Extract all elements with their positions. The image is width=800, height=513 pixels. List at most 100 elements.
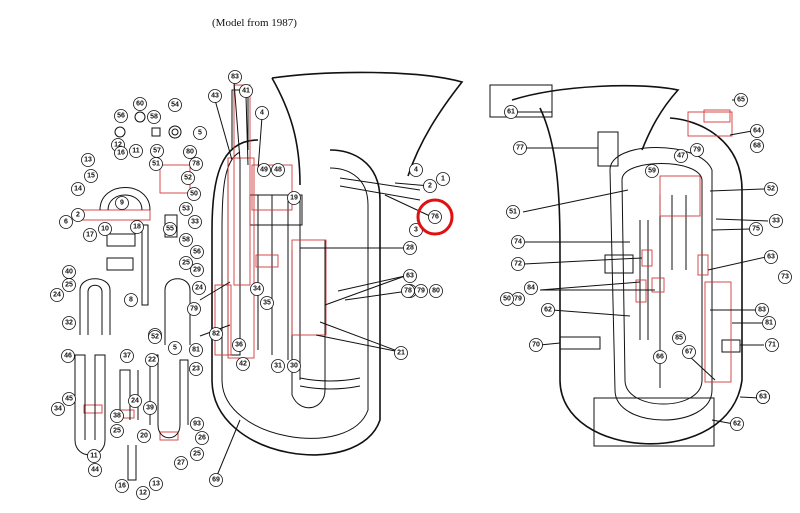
part-number-label: 78 (192, 161, 200, 168)
left-part-callout: 15 (84, 169, 98, 183)
part-number-label: 8 (129, 297, 133, 304)
part-number-label: 64 (753, 128, 761, 135)
left-part-callout: 19 (287, 191, 301, 205)
part-number-label: 84 (527, 285, 535, 292)
left-part-callout: 45 (62, 392, 76, 406)
left-part-callout: 69 (209, 473, 223, 487)
part-number-label: 25 (65, 282, 73, 289)
part-number-label: 67 (685, 349, 693, 356)
part-number-label: 24 (131, 398, 139, 405)
part-number-label: 82 (212, 331, 220, 338)
part-number-label: 62 (733, 421, 741, 428)
left-part-callout: 80 (429, 284, 443, 298)
right-part-callout: 47 (674, 149, 688, 163)
part-number-label: 39 (146, 405, 154, 412)
part-number-label: 72 (514, 261, 522, 268)
left-part-callout: 18 (130, 220, 144, 234)
left-part-callout: 54 (168, 98, 182, 112)
part-number-label: 51 (152, 161, 160, 168)
left-part-callout: 25 (62, 278, 76, 292)
left-part-callout: 79 (187, 302, 201, 316)
right-tuba-outline (489, 84, 743, 447)
part-number-label: 45 (65, 396, 73, 403)
left-part-callout: 42 (236, 357, 250, 371)
part-number-label: 43 (211, 93, 219, 100)
left-part-callout: 57 (150, 144, 164, 158)
part-number-label: 63 (406, 273, 414, 280)
part-number-label: 42 (239, 361, 247, 368)
left-part-callout: 78 (189, 157, 203, 171)
left-part-callout: 79 (414, 284, 428, 298)
left-part-callout: 9 (115, 196, 129, 210)
left-part-callout: 11 (129, 144, 143, 158)
part-number-label: 5 (173, 345, 177, 352)
part-number-label: 46 (64, 353, 72, 360)
part-number-label: 33 (191, 219, 199, 226)
part-number-label: 14 (74, 186, 82, 193)
right-part-callout: 63 (764, 250, 778, 264)
left-part-callout: 21 (394, 346, 408, 360)
left-part-callout: 17 (83, 228, 97, 242)
right-part-callout: 59 (645, 164, 659, 178)
part-number-label: 3 (414, 227, 418, 234)
right-part-callout: 50 (500, 292, 514, 306)
left-part-callout: 12 (136, 486, 150, 500)
left-part-callout: 28 (403, 241, 417, 255)
left-part-callout: 2 (423, 179, 437, 193)
right-part-callout: 83 (755, 303, 769, 317)
part-number-label: 65 (737, 97, 745, 104)
part-number-label: 48 (274, 167, 282, 174)
part-number-label: 2 (76, 212, 80, 219)
right-part-callout: 79 (690, 143, 704, 157)
left-part-callout: 53 (179, 202, 193, 216)
left-part-callout: 38 (110, 409, 124, 423)
left-part-callout: 22 (145, 353, 159, 367)
left-part-callout: 25 (110, 424, 124, 438)
left-part-callout: 60 (133, 97, 147, 111)
left-part-callout: 58 (179, 233, 193, 247)
part-number-label: 4 (414, 167, 418, 174)
right-part-callout: 77 (513, 141, 527, 155)
left-part-callout: 26 (195, 431, 209, 445)
part-number-label: 66 (656, 354, 664, 361)
left-part-callout: 13 (81, 153, 95, 167)
left-leader-lines (199, 81, 433, 479)
left-part-callout: 39 (143, 401, 157, 415)
right-part-callout: 33 (769, 214, 783, 228)
right-part-callout: 51 (506, 205, 520, 219)
part-number-label: 22 (148, 357, 156, 364)
left-part-callout: 76 (428, 210, 442, 224)
part-number-label: 54 (171, 102, 179, 109)
part-number-label: 4 (260, 110, 264, 117)
part-number-label: 11 (132, 148, 140, 155)
part-number-label: 16 (117, 150, 125, 157)
left-part-callout: 6 (59, 215, 73, 229)
left-part-callout: 81 (189, 343, 203, 357)
part-number-label: 68 (753, 143, 761, 150)
part-number-label: 47 (677, 153, 685, 160)
left-part-callout: 40 (62, 265, 76, 279)
right-part-callout: 67 (682, 345, 696, 359)
part-number-label: 36 (235, 342, 243, 349)
part-number-label: 74 (514, 239, 522, 246)
left-part-callout: 8 (124, 293, 138, 307)
part-number-label: 38 (113, 413, 121, 420)
right-part-callout: 75 (749, 222, 763, 236)
part-number-label: 80 (432, 288, 440, 295)
part-number-label: 81 (765, 320, 773, 327)
left-part-callout: 13 (149, 477, 163, 491)
right-part-callout: 63 (756, 390, 770, 404)
right-red-part-marks (635, 109, 733, 383)
left-part-callout: 4 (409, 163, 423, 177)
part-number-label: 79 (417, 288, 425, 295)
left-part-callout: 34 (250, 282, 264, 296)
part-number-label: 1 (441, 176, 445, 183)
right-part-callout: 73 (778, 270, 792, 284)
right-part-callout: 65 (734, 93, 748, 107)
part-number-label: 12 (139, 490, 147, 497)
part-number-label: 55 (166, 226, 174, 233)
left-part-callout: 10 (98, 222, 112, 236)
left-part-callout: 30 (287, 359, 301, 373)
part-number-label: 33 (772, 218, 780, 225)
